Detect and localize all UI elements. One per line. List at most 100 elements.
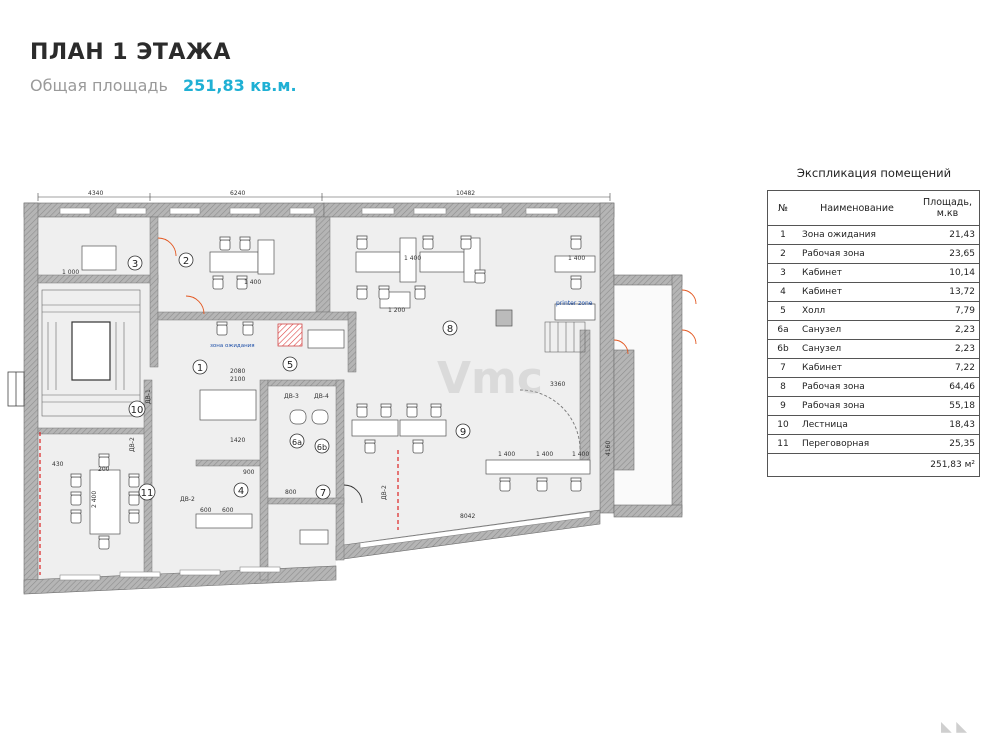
row-name: Рабочая зона bbox=[798, 396, 916, 416]
svg-text:ДВ-1: ДВ-1 bbox=[145, 389, 152, 404]
door-swings bbox=[157, 237, 697, 504]
row-area: 13,72 bbox=[916, 282, 980, 302]
area-summary: Общая площадь 251,83 кв.м. bbox=[30, 76, 297, 95]
row-no: 3 bbox=[767, 263, 798, 283]
row-area: 2,23 bbox=[916, 320, 980, 340]
row-name: Кабинет bbox=[798, 263, 916, 283]
svg-text:1420: 1420 bbox=[230, 437, 245, 444]
svg-text:1 400: 1 400 bbox=[568, 255, 585, 262]
row-no: 6a bbox=[767, 320, 798, 340]
row-area: 7,79 bbox=[916, 301, 980, 321]
row-no: 1 bbox=[767, 225, 798, 245]
row-area: 55,18 bbox=[916, 396, 980, 416]
room-marker: 5 bbox=[282, 356, 298, 372]
svg-text:зона ожидания: зона ожидания bbox=[210, 343, 255, 349]
svg-text:ДВ-2: ДВ-2 bbox=[129, 437, 136, 452]
row-no: 6b bbox=[767, 339, 798, 359]
svg-text:6240: 6240 bbox=[230, 190, 245, 197]
svg-text:ДВ-3: ДВ-3 bbox=[284, 393, 299, 400]
row-no: 10 bbox=[767, 415, 798, 435]
room-markers: 3 2 1 5 6a 6b 4 7 8 9 10 11 bbox=[127, 252, 471, 501]
total-area: 251,83 м² bbox=[916, 453, 980, 477]
corner-mark-icon: ◣ ◣ bbox=[941, 719, 967, 735]
svg-text:1 400: 1 400 bbox=[404, 255, 421, 262]
row-area: 23,65 bbox=[916, 244, 980, 264]
svg-text:1: 1 bbox=[197, 363, 203, 374]
svg-text:printer zone: printer zone bbox=[556, 300, 593, 307]
svg-text:5: 5 bbox=[287, 360, 293, 371]
row-area: 10,14 bbox=[916, 263, 980, 283]
entrance-door bbox=[7, 371, 25, 407]
row-name: Переговорная bbox=[798, 434, 916, 454]
row-name: Холл bbox=[798, 301, 916, 321]
dimension-lines bbox=[37, 193, 611, 201]
room-marker: 6b bbox=[314, 438, 330, 454]
svg-text:4160: 4160 bbox=[605, 441, 612, 456]
windows bbox=[59, 207, 591, 581]
svg-text:430: 430 bbox=[52, 461, 64, 468]
stairwell bbox=[41, 289, 586, 417]
row-name: Кабинет bbox=[798, 282, 916, 302]
table-header-row: № Наименование Площадь, м.кв bbox=[767, 190, 980, 226]
room-marker: 7 bbox=[315, 484, 331, 500]
svg-text:600: 600 bbox=[222, 507, 234, 514]
svg-text:3360: 3360 bbox=[550, 381, 565, 388]
svg-text:ДВ-2: ДВ-2 bbox=[381, 485, 388, 500]
row-no: 8 bbox=[767, 377, 798, 397]
svg-text:1 000: 1 000 bbox=[62, 269, 79, 276]
svg-text:6a: 6a bbox=[292, 438, 302, 447]
area-value: 251,83 кв.м. bbox=[182, 76, 297, 95]
room-marker: 4 bbox=[233, 482, 249, 498]
column-header-no: № bbox=[767, 190, 798, 226]
page-title: ПЛАН 1 ЭТАЖА bbox=[30, 40, 231, 65]
row-area: 2,23 bbox=[916, 339, 980, 359]
svg-text:ДВ-2: ДВ-2 bbox=[180, 496, 195, 503]
room-marker: 10 bbox=[128, 400, 146, 418]
total-row: 251,83 м² bbox=[767, 453, 980, 477]
row-name: Санузел bbox=[798, 339, 916, 359]
sanitary-units bbox=[277, 309, 513, 425]
row-name: Лестница bbox=[798, 415, 916, 435]
row-no: 9 bbox=[767, 396, 798, 416]
zone-labels: зона ожидания printer zone bbox=[210, 300, 593, 349]
column-header-name: Наименование bbox=[798, 190, 916, 226]
row-area: 7,22 bbox=[916, 358, 980, 378]
row-no: 5 bbox=[767, 301, 798, 321]
svg-text:8042: 8042 bbox=[460, 513, 475, 520]
row-no: 11 bbox=[767, 434, 798, 454]
row-area: 18,43 bbox=[916, 415, 980, 435]
room-marker: 1 bbox=[192, 359, 208, 375]
row-name: Рабочая зона bbox=[798, 377, 916, 397]
row-no: 4 bbox=[767, 282, 798, 302]
dimension-labels: 4340 6240 10482 8042 3360 2080 2100 1420… bbox=[52, 190, 612, 520]
row-area: 64,46 bbox=[916, 377, 980, 397]
svg-text:3: 3 bbox=[132, 259, 138, 270]
svg-text:600: 600 bbox=[200, 507, 212, 514]
room-marker: 9 bbox=[455, 423, 471, 439]
svg-text:7: 7 bbox=[320, 488, 326, 499]
svg-text:1 400: 1 400 bbox=[572, 451, 589, 458]
svg-text:10482: 10482 bbox=[456, 190, 475, 197]
row-name: Рабочая зона bbox=[798, 244, 916, 264]
svg-text:6b: 6b bbox=[317, 443, 327, 452]
explication-title: Экспликация помещений bbox=[796, 166, 952, 180]
svg-text:2080: 2080 bbox=[230, 368, 245, 375]
svg-text:4: 4 bbox=[238, 486, 244, 497]
svg-text:200: 200 bbox=[98, 466, 110, 473]
svg-text:ДВ-4: ДВ-4 bbox=[314, 393, 329, 400]
svg-text:1 400: 1 400 bbox=[536, 451, 553, 458]
interior-walls bbox=[37, 216, 591, 581]
watermark: Vmc bbox=[437, 353, 543, 404]
room-marker: 8 bbox=[442, 320, 458, 336]
